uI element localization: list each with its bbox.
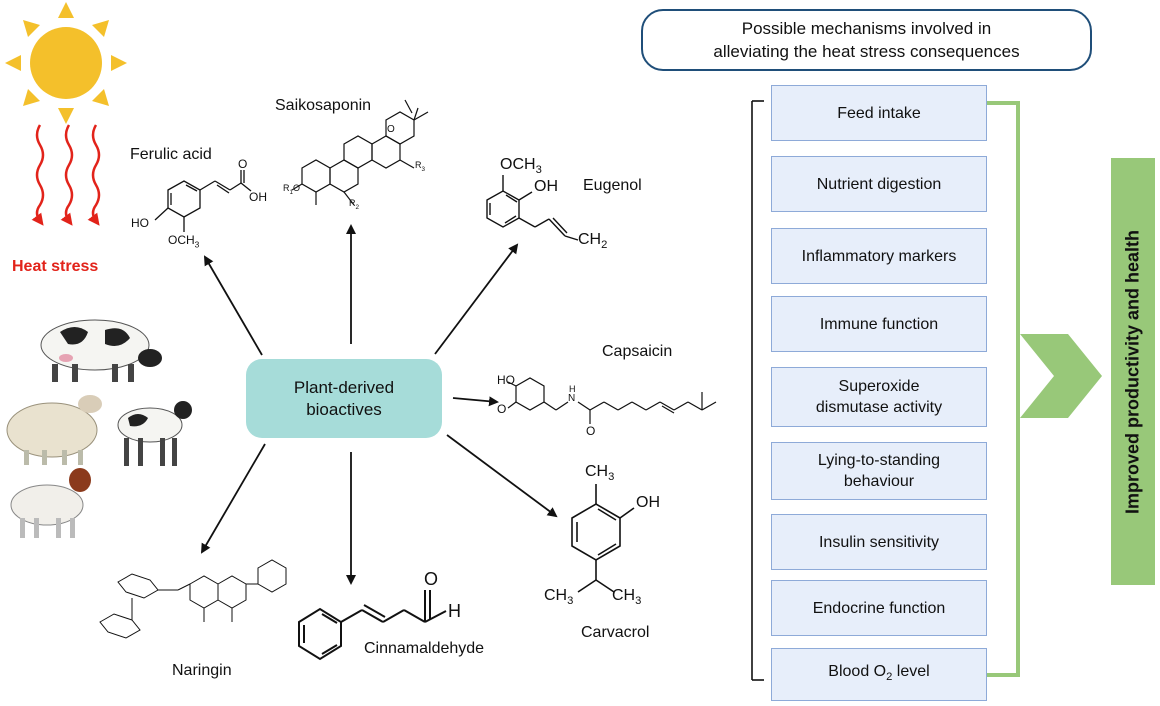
blood-o2-text: Blood O2 level — [828, 662, 930, 684]
mechanisms-bracket — [751, 100, 764, 681]
eugenol-och3-label: OCH3 — [500, 156, 542, 177]
cinnamaldehyde-structure — [298, 590, 447, 661]
arrow-eugenol — [434, 243, 519, 355]
plant-bioactives-node: Plant-derived bioactives — [246, 359, 442, 438]
mechanisms-title: Possible mechanisms involved in alleviat… — [641, 9, 1092, 71]
ferulic-ho-label: HO — [131, 216, 149, 230]
mechanism-nutrient-digestion: Nutrient digestion — [771, 156, 987, 212]
ferulic-och3-label: OCH3 — [168, 233, 200, 250]
mechanism-immune-function: Immune function — [771, 296, 987, 352]
carvacrol-ch3-right-label: CH3 — [612, 587, 642, 608]
mechanism-inflammatory-markers: Inflammatory markers — [771, 228, 987, 284]
capsaicin-label: Capsaicin — [602, 343, 673, 360]
eugenol-structure — [486, 175, 579, 241]
cinnamaldehyde-h-label: H — [448, 601, 461, 621]
eugenol-label: Eugenol — [583, 177, 642, 194]
ferulic-acid-structure — [154, 170, 252, 232]
ferulic-acid-label: Ferulic acid — [130, 146, 212, 163]
capsaicin-nh-label: H — [569, 384, 576, 394]
sheep-icon — [6, 395, 102, 465]
eugenol-ch2-label: CH2 — [578, 231, 608, 252]
saikosaponin-structure — [291, 99, 429, 206]
carvacrol-ch3-label: CH3 — [585, 463, 615, 484]
ferulic-o-label: O — [238, 157, 248, 171]
center-line-1: Plant-derived — [293, 377, 395, 397]
carvacrol-ch3-left-label: CH3 — [544, 587, 574, 608]
calf-icon — [117, 401, 192, 466]
capsaicin-o-label: O — [497, 402, 507, 416]
saikosaponin-label: Saikosaponin — [275, 97, 372, 114]
mechanism-insulin-sensitivity: Insulin sensitivity — [771, 514, 987, 570]
carvacrol-structure — [571, 484, 635, 593]
center-line-2: bioactives — [306, 399, 382, 419]
capsaicin-co-label: O — [586, 424, 596, 438]
cinnamaldehyde-o-label: O — [424, 569, 439, 589]
outcome-bar: Improved productivity and health — [1111, 158, 1155, 585]
naringin-label: Naringin — [172, 662, 232, 679]
ferulic-oh-label: OH — [249, 190, 267, 204]
mechanism-superoxide-dismutase: Superoxide dismutase activity — [771, 367, 987, 427]
outcome-label: Improved productivity and health — [1122, 229, 1143, 514]
mechanisms-title-line-2: alleviating the heat stress consequences — [713, 42, 1020, 61]
naringin-structure — [99, 559, 287, 639]
arrow-capsaicin — [452, 396, 499, 407]
cinnamaldehyde-label: Cinnamaldehyde — [364, 640, 485, 657]
capsaicin-n-label: N — [568, 393, 576, 404]
goat-icon — [10, 468, 91, 538]
mechanisms-title-line-1: Possible mechanisms involved in — [741, 19, 992, 38]
arrow-carvacrol — [446, 434, 558, 518]
heat-stress-label: Heat stress — [12, 258, 99, 275]
chevron-right-icon — [1020, 334, 1102, 418]
arrow-ferulic — [203, 255, 263, 356]
saiko-r1o-label: R1O — [283, 183, 301, 196]
saiko-r2-label: R2 — [349, 198, 360, 211]
saiko-r3-label: R3 — [415, 160, 426, 173]
outcome-connector — [987, 101, 1102, 677]
capsaicin-structure — [507, 377, 717, 424]
capsaicin-ho-label: HO — [497, 373, 515, 387]
mechanism-lying-to-standing: Lying-to-standing behaviour — [771, 442, 987, 500]
arrow-naringin — [200, 443, 266, 554]
mechanism-feed-intake: Feed intake — [771, 85, 987, 141]
mechanism-blood-o2: Blood O2 level — [771, 648, 987, 701]
saiko-o-label: O — [387, 124, 395, 135]
carvacrol-label: Carvacrol — [581, 624, 650, 641]
sun-icon — [5, 2, 127, 124]
carvacrol-oh-label: OH — [636, 494, 660, 511]
heat-waves-icon — [31, 124, 101, 226]
eugenol-oh-label: OH — [534, 178, 558, 195]
cow-icon — [40, 319, 162, 382]
mechanism-endocrine-function: Endocrine function — [771, 580, 987, 636]
